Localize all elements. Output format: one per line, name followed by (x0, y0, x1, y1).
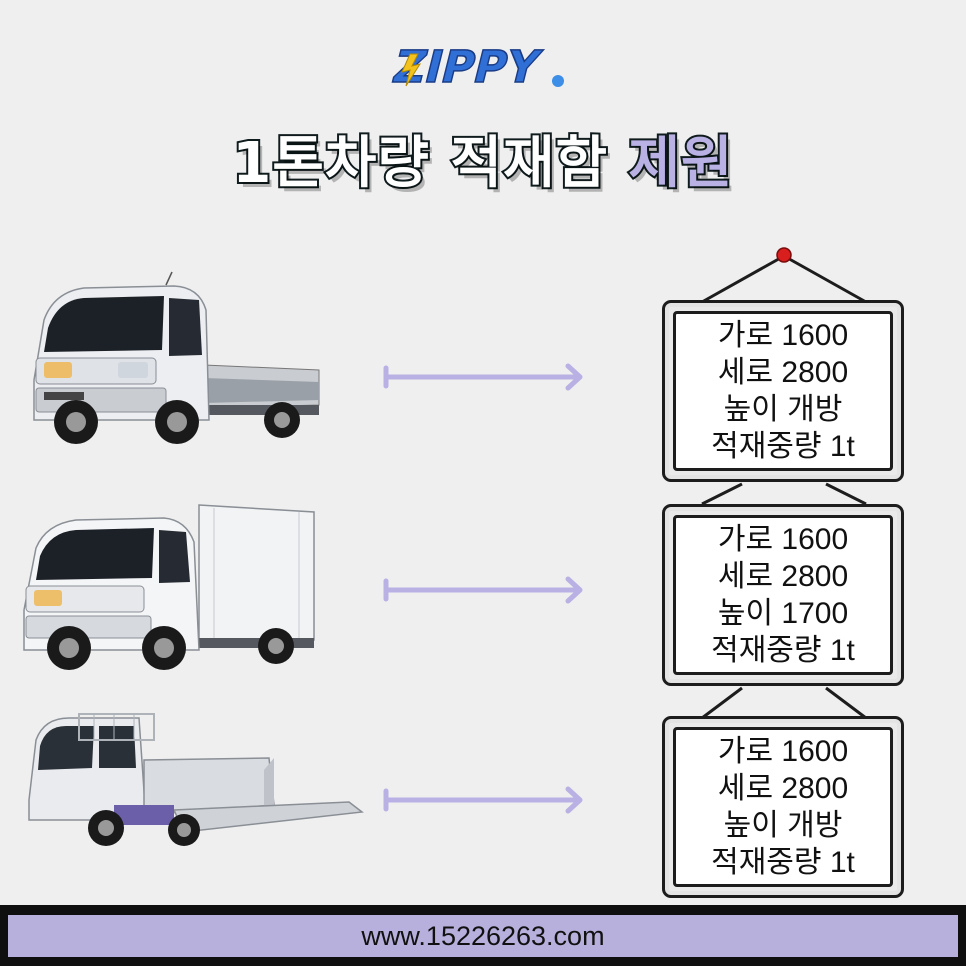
spec-payload: 적재중량 1t (711, 846, 855, 879)
website-link[interactable]: www.15226263.com (361, 920, 605, 951)
logo-dot-icon (552, 75, 564, 87)
spec-length: 세로 2800 (717, 356, 849, 389)
spec-width: 가로 1600 (717, 523, 849, 556)
arrow-icon (383, 576, 583, 604)
cargo-truck-image (33, 271, 320, 444)
footer: www.15226263.com (0, 905, 966, 966)
logo-text: ZIPPY (388, 42, 546, 93)
hanging-strings (701, 247, 867, 720)
spec-length: 세로 2800 (717, 772, 849, 805)
spec-width: 가로 1600 (717, 735, 849, 768)
spec-width: 가로 1600 (717, 319, 849, 352)
title-highlight: 제원 (627, 129, 735, 198)
spec-box-2: 가로 1600 세로 2800 높이 1700 적재중량 1t (662, 504, 904, 686)
spec-length: 세로 2800 (717, 560, 849, 593)
footer-band: www.15226263.com (8, 915, 958, 957)
spec-payload: 적재중량 1t (711, 634, 855, 667)
spec-box-3: 가로 1600 세로 2800 높이 개방 적재중량 1t (662, 716, 904, 898)
spec-box-1: 가로 1600 세로 2800 높이 개방 적재중량 1t (662, 300, 904, 482)
arrow-icon (383, 786, 583, 814)
zippy-logo: ZIPPY (387, 41, 564, 94)
pin-icon (776, 247, 792, 263)
title-main: 1톤차량 적재함 (230, 129, 609, 198)
spec-height: 높이 개방 (723, 809, 843, 842)
spec-height: 높이 1700 (717, 597, 849, 630)
arrow-icon (383, 363, 583, 391)
box-truck-image (23, 504, 315, 670)
lightning-icon (401, 53, 422, 87)
spec-height: 높이 개방 (723, 393, 843, 426)
spec-payload: 적재중량 1t (711, 430, 855, 463)
page-title: 1톤차량 적재함 제원 (0, 118, 966, 199)
liftgate-truck-image (28, 713, 364, 846)
